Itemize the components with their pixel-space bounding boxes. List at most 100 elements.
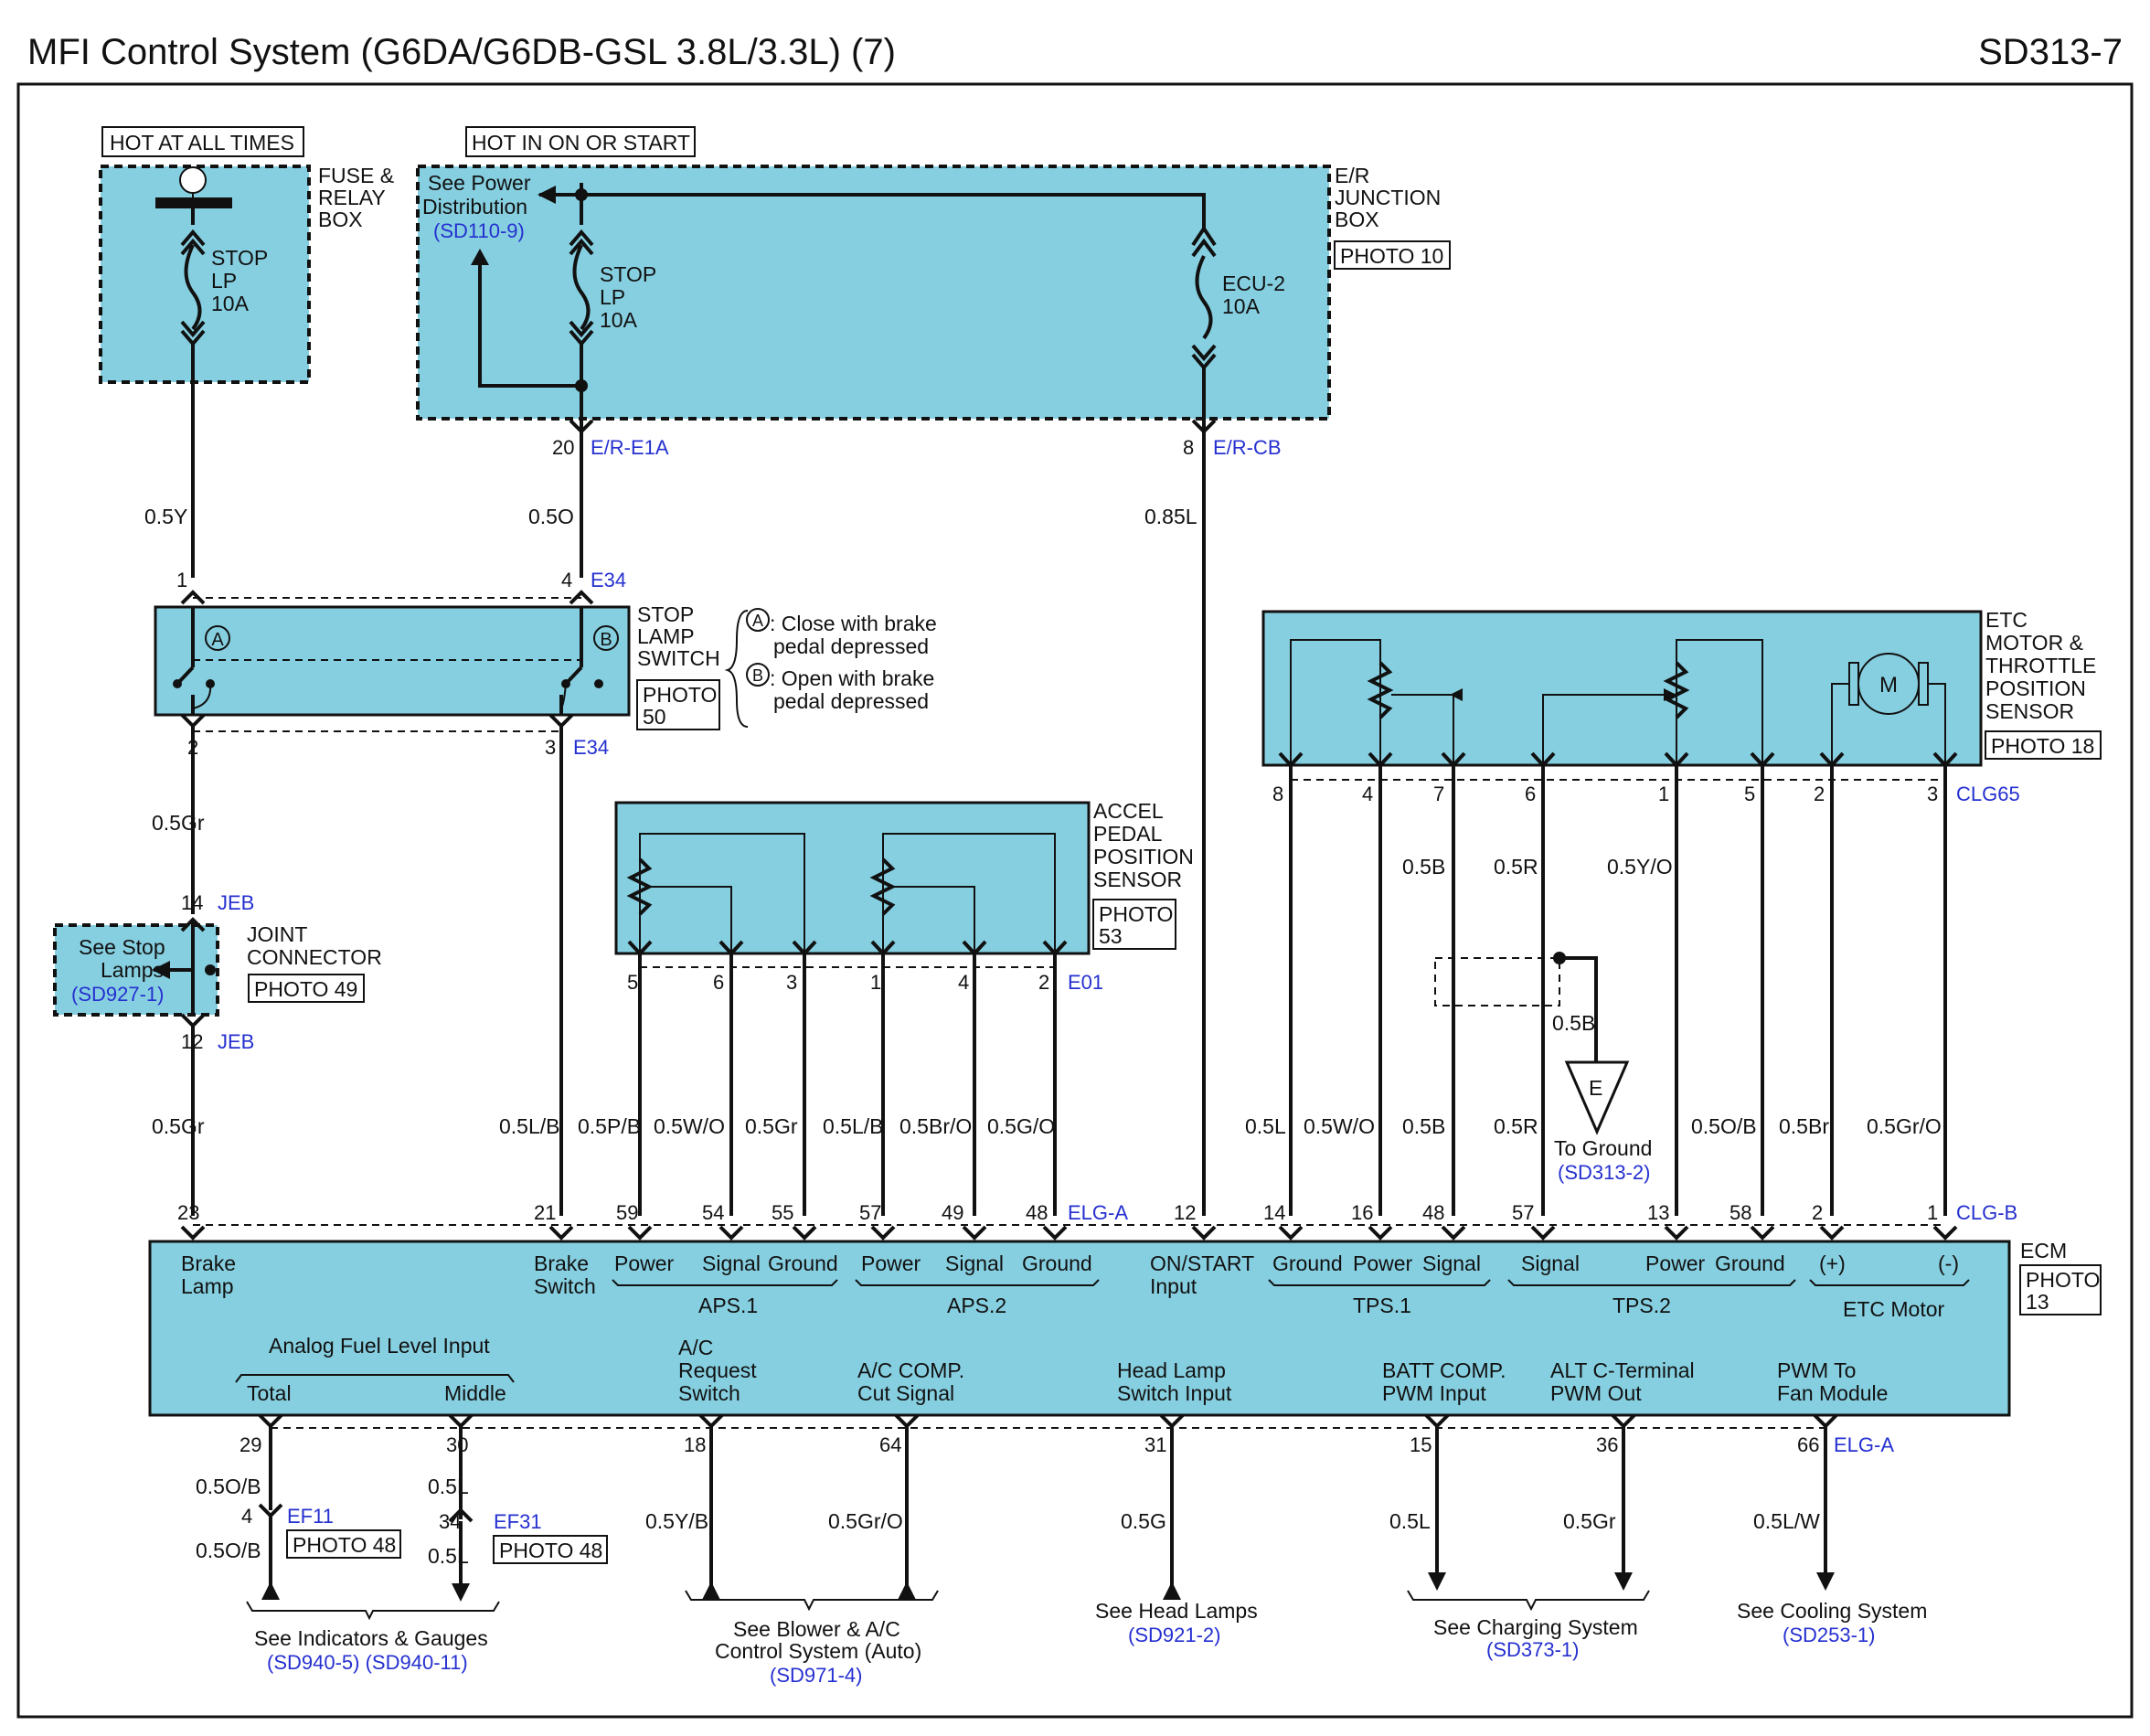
wire-aps-59: 0.5P/B: [578, 1114, 641, 1138]
er-cb-pin: 8: [1183, 436, 1194, 459]
etc-photo: PHOTO 18: [1991, 734, 2094, 758]
etc-motor-label: ETC Motor: [1843, 1297, 1945, 1321]
ecm-pin-58: 58: [1730, 1201, 1751, 1224]
ac-comp-2: Cut Signal: [857, 1381, 954, 1405]
wire-36: 0.5Gr: [1563, 1509, 1616, 1533]
ecm-pin-48b: 48: [1422, 1201, 1444, 1224]
stop-fuse-a-line1: STOP: [211, 246, 268, 270]
pwm-fan-1: PWM To: [1777, 1358, 1856, 1382]
note-b-line2: pedal depressed: [773, 689, 929, 713]
stop-switch-label-1: STOP: [637, 602, 694, 626]
ac-comp-1: A/C COMP.: [857, 1358, 964, 1382]
tps1-signal: Signal: [1422, 1251, 1481, 1275]
stop-fuse-a-line3: 10A: [211, 292, 250, 315]
see-charging-ref: (SD373-1): [1486, 1638, 1579, 1661]
ef11-pin: 4: [241, 1505, 252, 1528]
tps1-power: Power: [1353, 1251, 1413, 1275]
clg65-pins: 8 4 7 6 1 5 2 3: [1272, 783, 1938, 805]
stop-fuse-a-line2: LP: [211, 269, 237, 293]
stop-switch-label-2: LAMP: [637, 624, 695, 648]
see-indicators: See Indicators & Gauges: [254, 1626, 488, 1650]
tps2-ground: Ground: [1715, 1251, 1785, 1275]
clg65-pin-3: 3: [1927, 783, 1938, 805]
ecm-pin-55: 55: [772, 1201, 793, 1224]
see-indicators-ref: (SD940-5) (SD940-11): [267, 1651, 468, 1674]
see-stop-lamps-1: See Stop: [79, 935, 165, 959]
ecm-pin-16: 16: [1351, 1201, 1373, 1224]
accel-pedal-sensor: [614, 801, 1091, 955]
clg65-pin-1: 1: [1658, 783, 1669, 805]
ef31-photo: PHOTO 48: [499, 1539, 602, 1562]
ecm-pin-64: 64: [879, 1433, 901, 1456]
ecm-bottom-pins: 29 30 18 64 31 15 36 66: [239, 1433, 1819, 1456]
clg65-pin-5: 5: [1744, 783, 1755, 805]
jeb-bottom-connector: JEB: [218, 1030, 254, 1053]
wire-ground-shield: 0.5B: [1552, 1011, 1595, 1035]
etc-pin-plus: (+): [1819, 1251, 1846, 1275]
batt-comp-1: BATT COMP.: [1382, 1358, 1506, 1382]
stop-switch-photo-1: PHOTO: [643, 683, 717, 707]
fuel-total-label: Total: [247, 1381, 292, 1405]
e01-pins: 5 6 3 1 4 2: [627, 971, 1049, 994]
etc-pin-minus: (-): [1938, 1251, 1959, 1275]
e34-bottom-connector: E34: [573, 736, 609, 759]
accel-photo-1: PHOTO: [1099, 902, 1173, 926]
see-charging: See Charging System: [1433, 1615, 1638, 1639]
ecm-top-pins: 23 21 59 54 55 57 49 48 12 14 16 48 57 1…: [177, 1201, 1938, 1224]
accel-label-4: SENSOR: [1093, 868, 1182, 891]
e01-pin-1: 1: [870, 971, 881, 994]
see-stop-lamps-ref: (SD927-1): [71, 983, 164, 1006]
wire-jeb-out: 0.5Gr: [152, 1114, 205, 1138]
accel-label-3: POSITION: [1093, 845, 1194, 868]
ecm-pin-13: 13: [1647, 1201, 1669, 1224]
ecm-on-start-1: ON/START: [1150, 1251, 1254, 1275]
etc-label-3: THROTTLE: [1985, 654, 2096, 677]
ac-request-3: Switch: [678, 1381, 740, 1405]
ground-symbol: [1564, 1060, 1630, 1135]
wire-etc-57: 0.5R: [1494, 1114, 1538, 1138]
head-lamp-2: Switch Input: [1117, 1381, 1232, 1405]
ecm-pin-66: 66: [1797, 1433, 1819, 1456]
ecm-label: ECM: [2020, 1239, 2067, 1262]
accel-label-2: PEDAL: [1093, 822, 1163, 846]
e01-pin-2: 2: [1038, 971, 1049, 994]
clg65-pin-2: 2: [1814, 783, 1825, 805]
wire-brake-switch: 0.5L/B: [499, 1114, 560, 1138]
aps2-power: Power: [861, 1251, 921, 1275]
wire-etc-14: 0.5L: [1245, 1114, 1286, 1138]
etc-label-2: MOTOR &: [1985, 631, 2083, 655]
ecm-brake-lamp-2: Lamp: [181, 1274, 234, 1298]
e34-pin-4: 4: [561, 569, 572, 591]
contact-a-marker: A: [211, 630, 224, 650]
page-title: MFI Control System (G6DA/G6DB-GSL 3.8L/3…: [27, 32, 896, 72]
tps2-power: Power: [1645, 1251, 1706, 1275]
aps1-power: Power: [614, 1251, 675, 1275]
ground-symbol-letter: E: [1589, 1076, 1602, 1100]
wire-29b: 0.5O/B: [196, 1539, 261, 1562]
ecm-pin-59: 59: [616, 1201, 638, 1224]
ecm-clg-b: CLG-B: [1956, 1201, 2017, 1224]
er-cb-connector: E/R-CB: [1213, 436, 1282, 459]
aps2-label: APS.2: [947, 1294, 1006, 1317]
tps1-ground: Ground: [1272, 1251, 1343, 1275]
fuel-level-label: Analog Fuel Level Input: [269, 1334, 490, 1358]
stop-switch-label-3: SWITCH: [637, 646, 720, 670]
junction-photo-tag: PHOTO 10: [1340, 244, 1443, 268]
see-cooling: See Cooling System: [1737, 1599, 1927, 1623]
er-junction-box: [416, 165, 1331, 421]
ecm-pin-54: 54: [702, 1201, 724, 1224]
fuse-box-label-2: RELAY: [318, 186, 386, 209]
ecm-brake-switch-1: Brake: [534, 1251, 589, 1275]
wire-etc-13: 0.5O/B: [1691, 1114, 1757, 1138]
aps-wire-colors: 0.5P/B 0.5W/O 0.5Gr 0.5L/B 0.5Br/O 0.5G/…: [578, 1114, 1055, 1138]
clg65-pin-4: 4: [1362, 783, 1373, 805]
note-b-line1: : Open with brake: [770, 666, 934, 690]
see-head-lamps: See Head Lamps: [1095, 1599, 1258, 1623]
ecm-pin-2: 2: [1812, 1201, 1823, 1224]
ecm-on-start-2: Input: [1150, 1274, 1197, 1298]
ecm-pin-18: 18: [684, 1433, 706, 1456]
ecm-brake-lamp-1: Brake: [181, 1251, 236, 1275]
stop-switch-photo-2: 50: [643, 705, 666, 729]
aps2-ground: Ground: [1022, 1251, 1092, 1275]
e34-pin-3: 3: [545, 736, 556, 759]
